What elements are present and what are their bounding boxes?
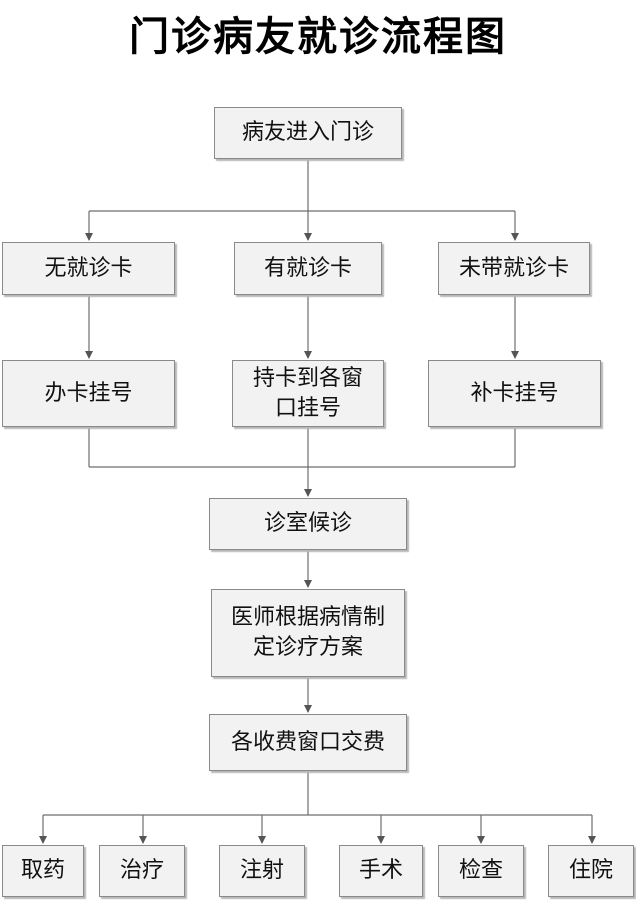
node-treatment: 治疗 [99, 845, 185, 897]
node-replace-card-register: 补卡挂号 [428, 360, 601, 427]
node-card-window-register: 持卡到各窗口挂号 [232, 360, 384, 427]
node-take-medicine: 取药 [2, 845, 84, 897]
node-hospitalization: 住院 [548, 845, 634, 897]
node-entry: 病友进入门诊 [214, 107, 402, 159]
node-doctor-plan: 医师根据病情制定诊疗方案 [211, 589, 405, 677]
node-no-card: 无就诊卡 [2, 242, 175, 295]
node-examination: 检查 [438, 845, 524, 897]
node-has-card: 有就诊卡 [234, 242, 382, 295]
node-injection: 注射 [219, 845, 305, 897]
node-card-not-brought: 未带就诊卡 [438, 242, 590, 295]
node-payment-window: 各收费窗口交费 [209, 714, 407, 771]
node-surgery: 手术 [339, 845, 423, 897]
node-apply-register: 办卡挂号 [2, 360, 175, 427]
page-title: 门诊病友就诊流程图 [129, 13, 507, 60]
node-waiting-room: 诊室候诊 [209, 498, 407, 550]
